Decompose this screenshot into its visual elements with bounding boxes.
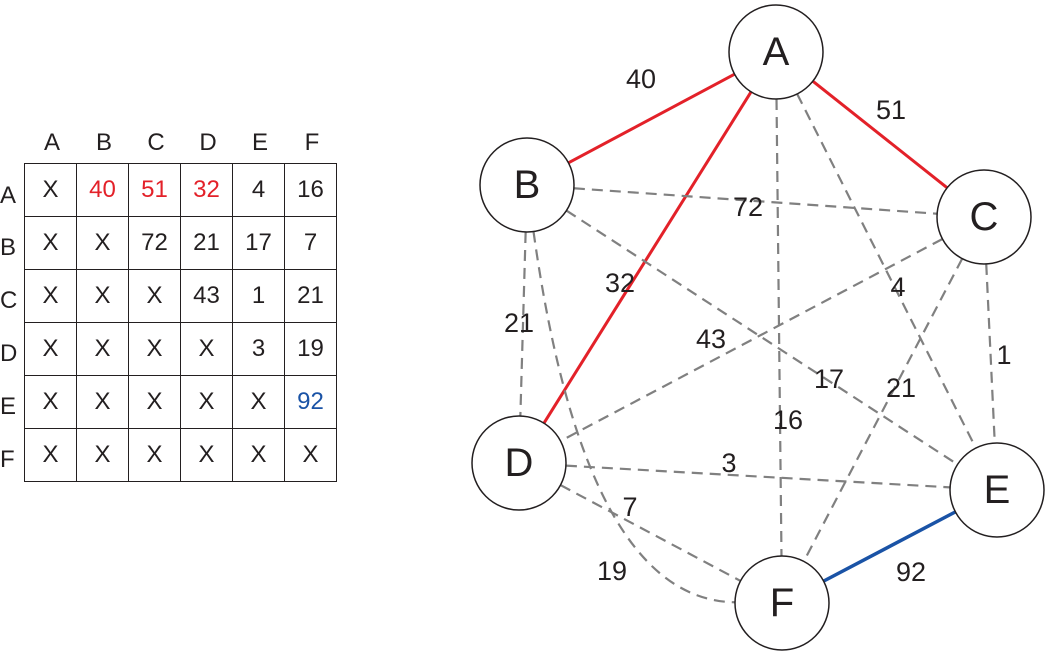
matrix-cell: 1 <box>232 269 285 323</box>
matrix-cell: X <box>232 428 285 482</box>
matrix-cell: 21 <box>180 216 233 270</box>
node-label: D <box>505 441 534 485</box>
edges-layer <box>519 72 996 604</box>
edge-weight-label: 4 <box>890 272 905 302</box>
matrix-cell: 7 <box>284 216 337 270</box>
matrix-cell: X <box>24 428 77 482</box>
matrix-cell: X <box>284 428 337 482</box>
node-circle <box>949 442 1045 538</box>
matrix-cell: X <box>24 269 77 323</box>
edge-b-c <box>573 187 938 215</box>
matrix-cell: 17 <box>232 216 285 270</box>
matrix-cell: 51 <box>128 163 181 217</box>
edge-c-d <box>560 238 943 442</box>
node-label: A <box>763 30 790 74</box>
edge-c-f <box>802 258 964 562</box>
node-circle <box>479 137 575 233</box>
edge-weight-label: 17 <box>814 364 844 394</box>
column-header: B <box>95 129 112 156</box>
matrix-cell: 40 <box>76 163 129 217</box>
edge-weight-label: 32 <box>605 268 635 298</box>
edge-a-d <box>542 91 753 424</box>
edge-weight-label: 40 <box>626 64 656 94</box>
edge-a-e <box>796 93 977 449</box>
edge-weight-label: 51 <box>876 95 906 125</box>
edge-weight-label: 21 <box>886 373 916 403</box>
node-circle <box>936 169 1032 265</box>
edge-a-c <box>811 80 949 189</box>
node-circle <box>734 555 830 651</box>
node-label: F <box>770 581 794 625</box>
edge-labels-layer: 40 51 32 4 16 72 21 17 7 43 1 21 3 19 92 <box>504 64 1012 587</box>
edge-b-e <box>565 209 959 466</box>
edge-weight-label: 21 <box>504 308 534 338</box>
node-b: B <box>479 137 575 233</box>
node-d: D <box>471 415 567 511</box>
node-circle <box>728 4 824 100</box>
column-header: F <box>304 129 320 156</box>
row-header: F <box>0 446 15 473</box>
node-e: E <box>949 442 1045 538</box>
node-circle <box>471 415 567 511</box>
matrix-cell: X <box>24 163 77 217</box>
nodes-layer: A B C D E F <box>471 4 1045 651</box>
row-header: C <box>0 287 18 314</box>
node-label: C <box>970 195 999 239</box>
matrix-cell: 92 <box>284 375 337 429</box>
node-label: B <box>514 163 541 207</box>
matrix-cell: X <box>232 375 285 429</box>
matrix-cell: X <box>24 216 77 270</box>
matrix-cell: X <box>76 428 129 482</box>
edge-weight-label: 19 <box>597 556 627 586</box>
matrix-cell: 21 <box>284 269 337 323</box>
matrix-cell: 43 <box>180 269 233 323</box>
matrix-cell: 4 <box>232 163 285 217</box>
edge-b-d <box>519 231 527 417</box>
row-header: D <box>0 340 18 367</box>
node-label: E <box>984 468 1011 512</box>
edge-weight-label: 72 <box>733 192 763 222</box>
edge-weight-label: 43 <box>696 324 726 354</box>
column-header: E <box>251 129 268 156</box>
matrix-cell: 16 <box>284 163 337 217</box>
row-header: B <box>0 234 17 261</box>
edge-e-f <box>822 510 957 583</box>
edge-weight-label: 3 <box>721 448 736 478</box>
edge-weight-label: 92 <box>896 557 926 587</box>
matrix-cell: X <box>76 322 129 376</box>
column-header: D <box>199 129 217 156</box>
matrix-cell: X <box>180 322 233 376</box>
matrix-cell: X <box>128 269 181 323</box>
matrix-cell: 32 <box>180 163 233 217</box>
matrix-cell: 3 <box>232 322 285 376</box>
matrix-cell: X <box>180 428 233 482</box>
node-c: C <box>936 169 1032 265</box>
edge-weight-label: 16 <box>773 405 803 435</box>
column-header: A <box>43 129 60 156</box>
edge-b-f <box>532 231 736 604</box>
row-header: E <box>0 393 17 420</box>
edge-c-e <box>985 263 996 444</box>
node-a: A <box>728 4 824 100</box>
edge-weight-label: 1 <box>996 340 1011 370</box>
matrix-cell: 72 <box>128 216 181 270</box>
edge-d-f <box>559 484 742 582</box>
edge-weight-label: 7 <box>622 492 637 522</box>
row-header: A <box>0 182 17 209</box>
column-header: C <box>147 129 165 156</box>
edge-a-f <box>775 98 783 557</box>
node-f: F <box>734 555 830 651</box>
edge-d-e <box>565 464 951 489</box>
edge-a-b <box>567 72 736 165</box>
